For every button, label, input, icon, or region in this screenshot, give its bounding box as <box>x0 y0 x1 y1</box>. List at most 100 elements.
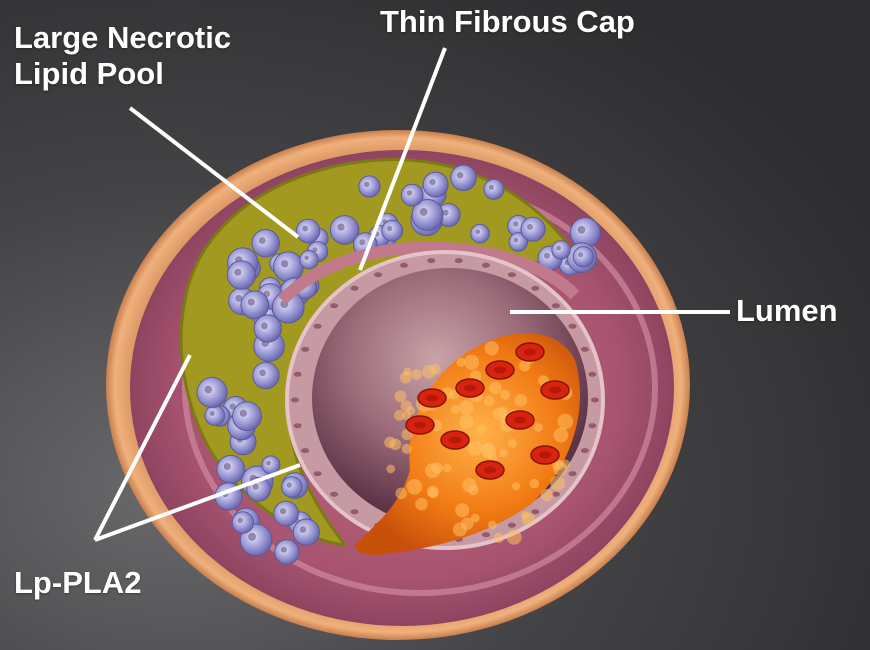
label-lp-pla2: Lp-PLA2 <box>14 565 141 601</box>
label-lumen: Lumen <box>736 293 838 329</box>
endothelial-cell <box>427 258 435 263</box>
foam-cell <box>552 241 570 259</box>
foam-cell-nucleus <box>514 238 519 243</box>
foam-cell <box>205 406 225 426</box>
foam-cell-nucleus <box>287 482 292 487</box>
platelet <box>427 486 439 498</box>
platelet <box>530 479 540 489</box>
endothelial-cell <box>552 303 560 308</box>
foam-cell-nucleus <box>281 260 288 267</box>
platelet <box>485 341 499 355</box>
platelet <box>453 523 467 537</box>
endothelial-cell <box>531 509 539 514</box>
platelet <box>512 482 520 490</box>
endothelial-cell <box>588 372 596 377</box>
foam-cell-nucleus <box>224 463 231 470</box>
endothelial-cell <box>291 398 299 403</box>
foam-cell <box>233 402 262 431</box>
endothelial-cell <box>531 286 539 291</box>
endothelial-cell <box>569 471 577 476</box>
red-blood-cell-center <box>464 385 476 392</box>
platelet <box>443 464 452 473</box>
endothelial-cell <box>569 324 577 329</box>
foam-cell <box>217 455 245 483</box>
foam-cell <box>423 172 448 197</box>
foam-cell <box>227 261 255 289</box>
red-blood-cell-center <box>414 422 426 429</box>
foam-cell <box>382 220 403 241</box>
foam-cell <box>232 512 253 533</box>
foam-cell-nucleus <box>489 185 494 190</box>
foam-cell-nucleus <box>248 533 256 541</box>
foam-cell <box>484 179 504 199</box>
foam-cell-nucleus <box>359 239 365 245</box>
red-blood-cell-center <box>494 367 506 374</box>
platelet <box>402 444 412 454</box>
endothelial-cell <box>581 448 589 453</box>
foam-cell-nucleus <box>248 299 255 306</box>
foam-cell-nucleus <box>429 179 435 185</box>
foam-cell <box>521 217 545 241</box>
foam-cell <box>252 230 279 257</box>
foam-cell-nucleus <box>420 208 428 216</box>
foam-cell <box>471 224 490 243</box>
red-blood-cell-center <box>426 395 438 402</box>
foam-cell-nucleus <box>337 224 344 231</box>
platelet <box>411 369 422 380</box>
red-blood-cell-center <box>449 437 461 444</box>
platelet <box>534 423 543 432</box>
red-blood-cell-center <box>539 452 551 459</box>
platelet <box>499 449 507 457</box>
endothelial-cell <box>508 523 516 528</box>
foam-cell <box>359 176 380 197</box>
red-blood-cell-center <box>549 387 561 394</box>
label-necrotic-lipid-pool-line1: Large Necrotic <box>14 20 231 56</box>
platelet <box>561 460 570 469</box>
endothelial-cell <box>351 509 359 514</box>
foam-cell-nucleus <box>238 518 243 523</box>
platelet <box>489 382 502 395</box>
foam-cell-nucleus <box>253 484 259 490</box>
foam-cell <box>300 251 318 269</box>
platelet <box>395 488 407 500</box>
endothelial-cell <box>330 303 338 308</box>
platelet <box>407 479 423 495</box>
platelet <box>477 424 487 434</box>
endothelial-cell <box>294 372 302 377</box>
foam-cell-nucleus <box>266 461 271 466</box>
foam-cell-nucleus <box>387 226 392 231</box>
platelet <box>432 462 443 473</box>
foam-cell <box>573 247 593 267</box>
endothelial-cell <box>294 423 302 428</box>
red-blood-cell-center <box>514 417 526 424</box>
platelet <box>508 439 517 448</box>
foam-cell-nucleus <box>234 269 241 276</box>
platelet <box>415 498 428 511</box>
platelet <box>386 465 395 474</box>
label-necrotic-lipid-pool-line2: Lipid Pool <box>14 56 231 92</box>
platelet <box>403 368 411 376</box>
foam-cell <box>401 184 423 206</box>
platelet <box>459 400 474 415</box>
platelet <box>471 514 480 523</box>
endothelial-cell <box>591 398 599 403</box>
platelet <box>468 441 483 456</box>
platelet <box>462 478 476 492</box>
endothelial-cell <box>482 532 490 537</box>
platelet <box>451 405 460 414</box>
foam-cell-nucleus <box>240 410 247 417</box>
foam-cell-nucleus <box>556 246 561 251</box>
endothelial-cell <box>400 263 408 268</box>
platelet <box>558 414 574 430</box>
label-necrotic-lipid-pool: Large Necrotic Lipid Pool <box>14 20 231 92</box>
foam-cell-nucleus <box>364 182 369 187</box>
endothelial-cell <box>374 272 382 277</box>
foam-cell-nucleus <box>281 547 287 553</box>
platelet <box>406 406 415 415</box>
foam-cell-nucleus <box>443 210 449 216</box>
platelet <box>455 503 469 517</box>
foam-cell <box>241 291 269 319</box>
foam-cell <box>253 362 279 388</box>
platelet <box>515 394 528 407</box>
foam-cell-nucleus <box>457 172 463 178</box>
